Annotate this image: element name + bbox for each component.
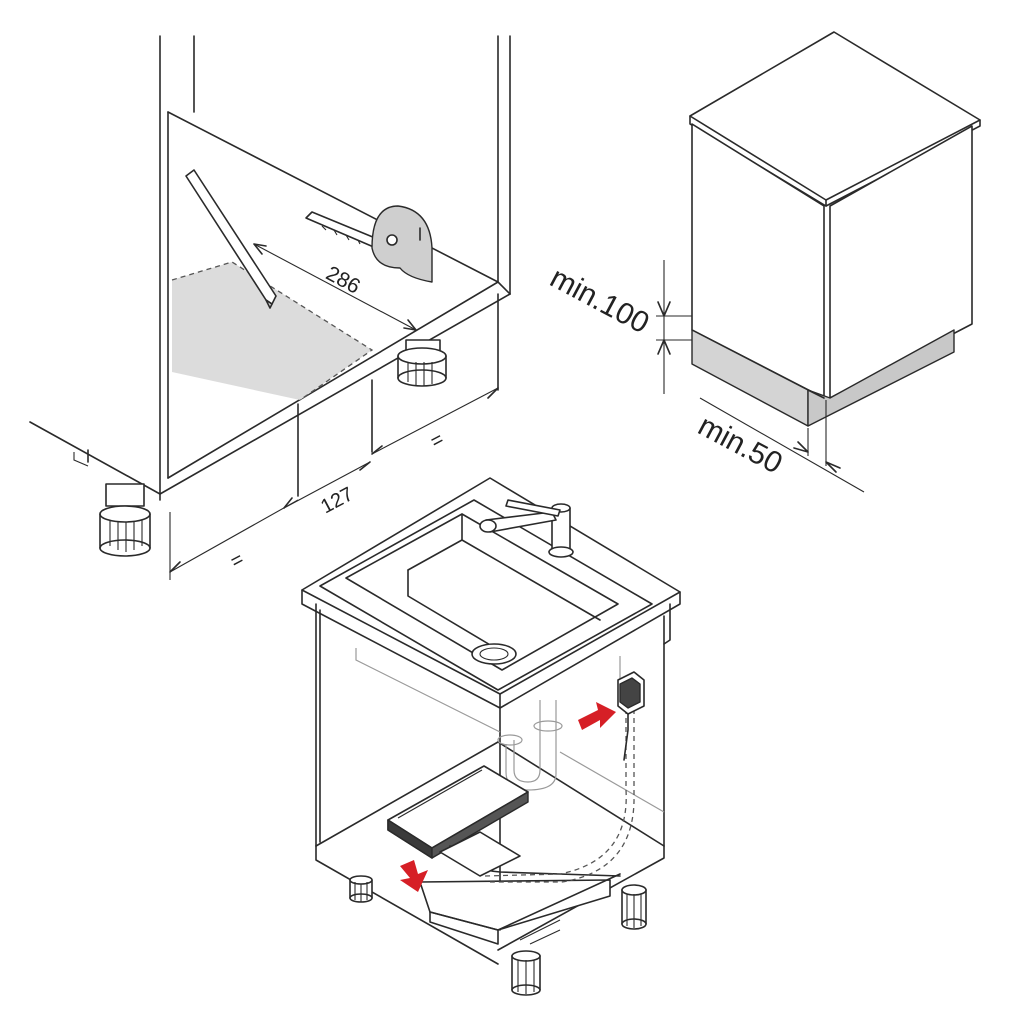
floor-opening xyxy=(439,831,521,877)
sink-cabinet-diagram xyxy=(301,477,681,965)
siphon xyxy=(497,700,563,791)
cabinet-foot-back-right xyxy=(397,339,447,387)
dimension-equal-left: = xyxy=(169,499,299,580)
cutout-area xyxy=(172,262,372,400)
cable-path xyxy=(483,700,627,877)
red-arrow-icon xyxy=(578,702,616,730)
power-socket-icon xyxy=(617,671,645,761)
dimension-equal-right: = xyxy=(371,387,499,455)
equal-left-label: = xyxy=(227,548,248,573)
plinth-height-label: min.100 xyxy=(545,261,655,340)
sink-cabinet-foot-front xyxy=(511,950,541,996)
red-arrow-down-icon xyxy=(400,860,428,892)
sink-cabinet-foot-left xyxy=(349,875,373,903)
tape-measure-icon xyxy=(305,205,433,283)
dimension-cutout-offset: 127 xyxy=(283,461,371,518)
tall-cabinet-diagram xyxy=(29,35,511,501)
dimension-286-label: 286 xyxy=(322,262,364,299)
dimension-127-label: 127 xyxy=(317,483,357,518)
cabinet-foot-front-left xyxy=(99,483,151,557)
plinth-depth-label: min.50 xyxy=(693,409,788,480)
appliance-box-diagram xyxy=(689,31,981,427)
sink-cabinet-foot-right xyxy=(621,884,647,930)
sink-tap xyxy=(479,499,574,558)
dimension-plinth-height: min.100 xyxy=(545,260,692,394)
pencil-icon xyxy=(185,169,277,309)
equal-right-label: = xyxy=(427,428,448,453)
control-unit xyxy=(387,765,621,877)
dimension-plinth-depth: min.50 xyxy=(693,397,865,493)
